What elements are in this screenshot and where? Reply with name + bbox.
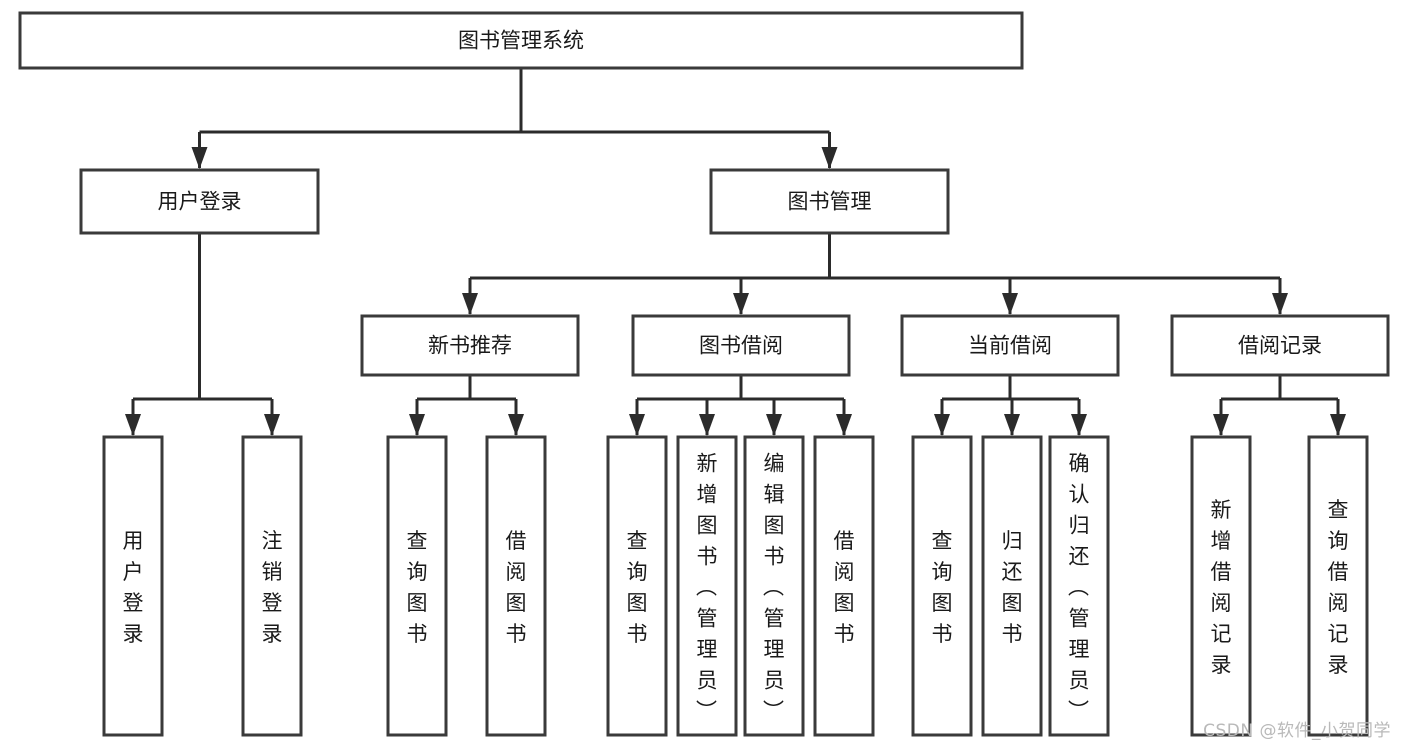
node-label-n-current: 当前借阅 — [968, 334, 1052, 358]
node-label-l-logout: 注销登录 — [262, 529, 283, 646]
node-label-n-bookmgmt: 图书管理 — [788, 190, 872, 214]
node-label-l-query-2: 查询图书 — [627, 529, 648, 646]
node-layer: 图书管理系统用户登录图书管理新书推荐图书借阅当前借阅借阅记录用户登录注销登录查询… — [18, 11, 1390, 737]
node-box-n-current — [900, 314, 1120, 377]
node-label-l-userlogin: 用户登录 — [123, 529, 144, 646]
node-n-login[interactable]: 用户登录 — [79, 168, 320, 235]
node-label-l-addbook: 新增图书（管理员） — [696, 452, 718, 724]
node-box-l-return — [981, 435, 1043, 737]
node-box-l-addrecord — [1190, 435, 1252, 737]
node-l-query-3[interactable]: 查询图书 — [911, 435, 973, 737]
csdn-watermark: CSDN @软件_小贺同学 — [1203, 721, 1391, 741]
node-label-l-addrecord: 新增借阅记录 — [1211, 498, 1232, 677]
node-box-l-query-2 — [606, 435, 668, 737]
node-l-addrecord[interactable]: 新增借阅记录 — [1190, 435, 1252, 737]
node-label-l-query-3: 查询图书 — [932, 529, 953, 646]
node-box-n-borrow — [631, 314, 851, 377]
node-label-n-newbook: 新书推荐 — [428, 334, 512, 358]
node-box-l-query-1 — [386, 435, 448, 737]
node-box-l-query-3 — [911, 435, 973, 737]
connector-group-n-current — [934, 375, 1087, 436]
node-l-confirm-return[interactable]: 确认归还（管理员） — [1048, 435, 1110, 737]
node-box-l-logout — [241, 435, 303, 737]
node-box-l-addbook — [676, 435, 738, 737]
node-n-bookmgmt[interactable]: 图书管理 — [709, 168, 950, 235]
connector-group-n-login — [125, 233, 280, 436]
node-box-l-editbook — [743, 435, 805, 737]
node-l-query-2[interactable]: 查询图书 — [606, 435, 668, 737]
node-label-n-record: 借阅记录 — [1238, 334, 1322, 358]
node-n-newbook[interactable]: 新书推荐 — [360, 314, 580, 377]
node-l-userlogin[interactable]: 用户登录 — [102, 435, 164, 737]
node-box-l-confirm-return — [1048, 435, 1110, 737]
node-l-borrow-2[interactable]: 借阅图书 — [813, 435, 875, 737]
node-l-queryrecord[interactable]: 查询借阅记录 — [1307, 435, 1369, 737]
node-label-n-login: 用户登录 — [158, 190, 242, 214]
node-box-root — [18, 11, 1024, 70]
node-n-current[interactable]: 当前借阅 — [900, 314, 1120, 377]
connector-layer — [125, 68, 1346, 436]
node-label-n-borrow: 图书借阅 — [699, 334, 783, 358]
node-n-borrow[interactable]: 图书借阅 — [631, 314, 851, 377]
node-l-borrow-1[interactable]: 借阅图书 — [485, 435, 547, 737]
node-box-l-queryrecord — [1307, 435, 1369, 737]
node-n-record[interactable]: 借阅记录 — [1170, 314, 1390, 377]
node-label-l-confirm-return: 确认归还（管理员） — [1068, 452, 1090, 724]
node-label-root: 图书管理系统 — [458, 29, 584, 53]
node-root[interactable]: 图书管理系统 — [18, 11, 1024, 70]
node-box-l-borrow-2 — [813, 435, 875, 737]
node-box-l-userlogin — [102, 435, 164, 737]
node-label-l-return: 归还图书 — [1002, 529, 1023, 646]
node-l-query-1[interactable]: 查询图书 — [386, 435, 448, 737]
node-l-addbook[interactable]: 新增图书（管理员） — [676, 435, 738, 737]
connector-group-root — [191, 68, 838, 169]
connector-group-n-borrow — [629, 375, 852, 436]
connector-group-n-bookmgmt — [462, 233, 1288, 315]
node-box-n-record — [1170, 314, 1390, 377]
node-box-l-borrow-1 — [485, 435, 547, 737]
node-box-n-bookmgmt — [709, 168, 950, 235]
node-label-l-queryrecord: 查询借阅记录 — [1328, 498, 1349, 677]
node-label-l-query-1: 查询图书 — [407, 529, 428, 646]
connector-group-n-record — [1213, 375, 1346, 436]
node-label-l-borrow-2: 借阅图书 — [834, 529, 855, 646]
node-box-n-newbook — [360, 314, 580, 377]
node-l-editbook[interactable]: 编辑图书（管理员） — [743, 435, 805, 737]
connector-group-n-newbook — [409, 375, 524, 436]
node-l-return[interactable]: 归还图书 — [981, 435, 1043, 737]
node-label-l-borrow-1: 借阅图书 — [506, 529, 527, 646]
node-label-l-editbook: 编辑图书（管理员） — [763, 452, 785, 724]
node-box-n-login — [79, 168, 320, 235]
node-l-logout[interactable]: 注销登录 — [241, 435, 303, 737]
